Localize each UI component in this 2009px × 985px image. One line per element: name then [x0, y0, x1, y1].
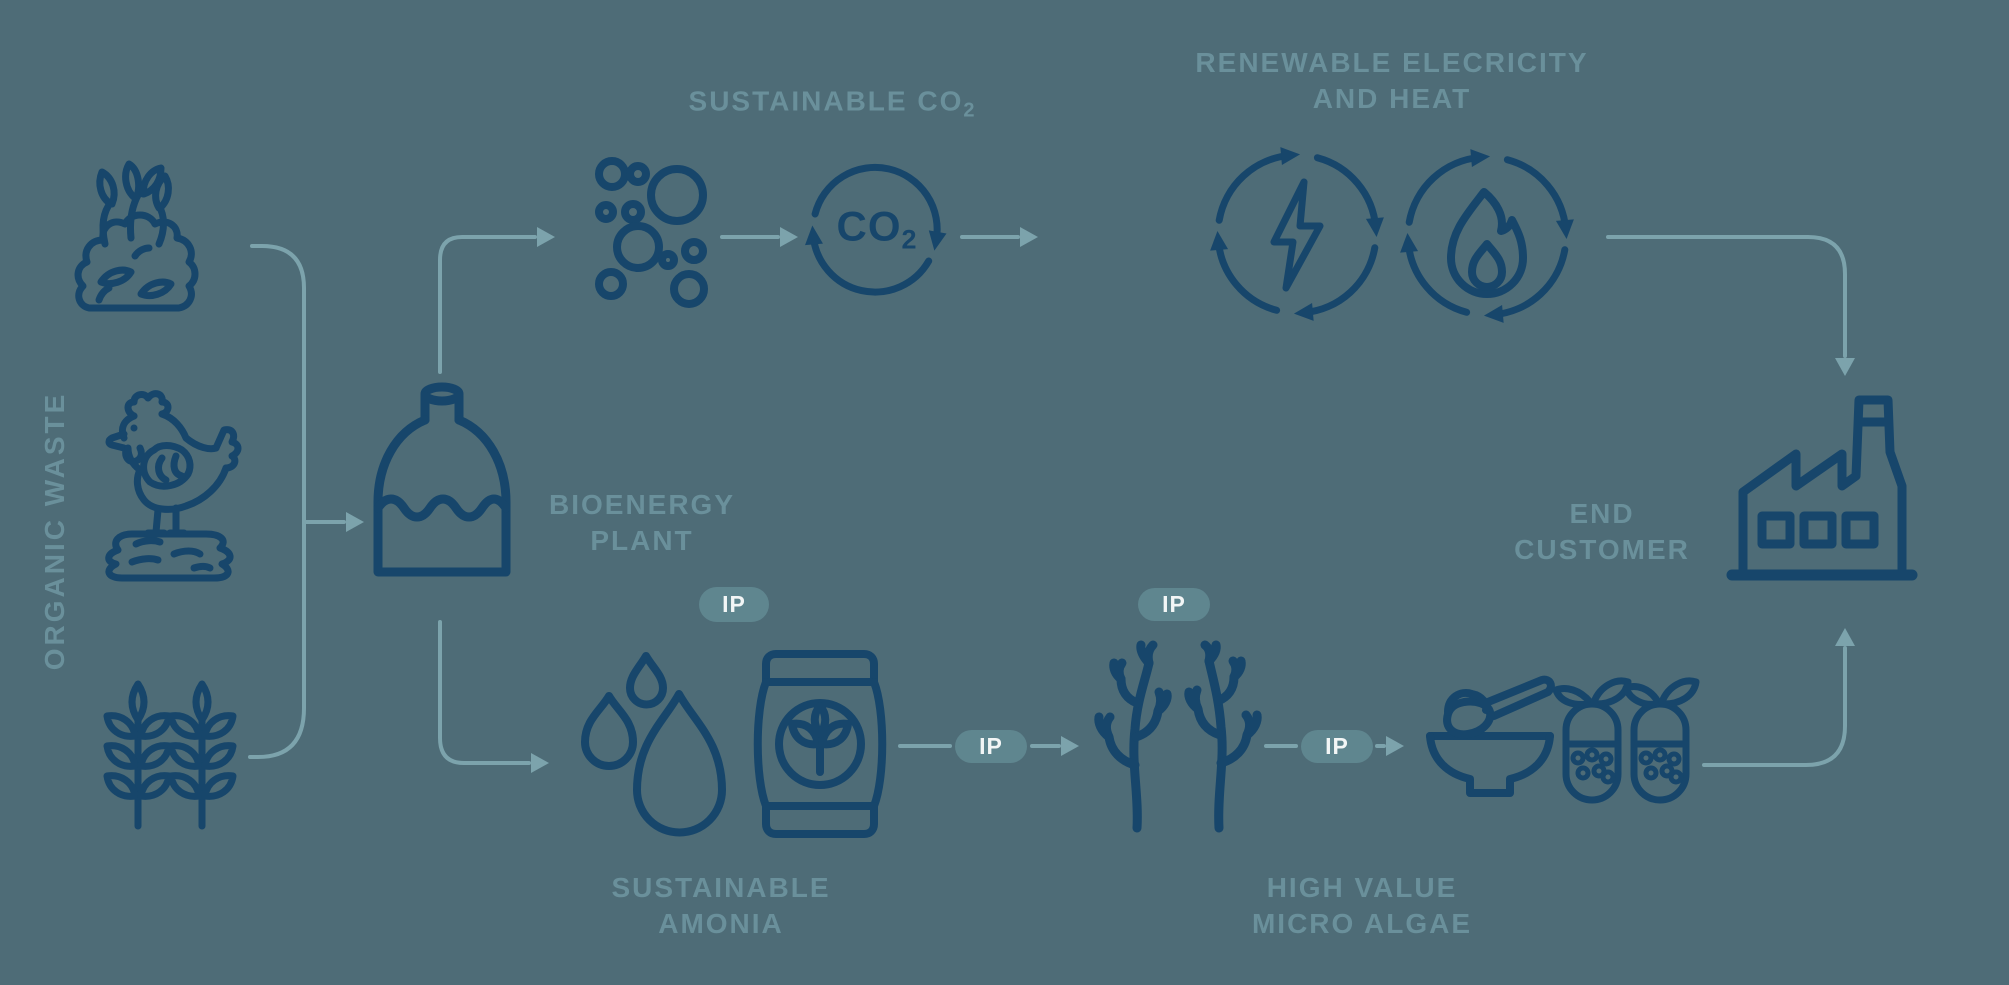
- organic-waste-label: ORGANIC WASTE: [39, 391, 70, 671]
- co2-symbol: CO2: [836, 202, 918, 255]
- waste-bracket-line: [248, 244, 306, 759]
- factory-icon: [1726, 395, 1918, 581]
- arrow-bubbles-to-cycle: [780, 227, 798, 247]
- micro-algae-icon: [1094, 640, 1262, 833]
- fertilizer-bag-icon: [753, 650, 887, 838]
- co2-cycle-icon: [805, 163, 947, 296]
- arrow-energy-to-customer: [1835, 358, 1855, 376]
- sustainable-co2-label: SUSTAINABLE CO2: [688, 85, 976, 122]
- heat-cycle-icon: [1400, 149, 1574, 323]
- ip-badge-algae: IP: [1138, 588, 1210, 621]
- arrow-to-plant: [346, 512, 364, 532]
- bowl-spoon-icon: [1426, 675, 1555, 797]
- micro-algae-label: HIGH VALUE MICRO ALGAE: [1251, 872, 1473, 939]
- spoon-icon: [1484, 675, 1555, 720]
- water-drops-icon: [581, 652, 726, 837]
- sustainable-amonia-label: SUSTAINABLE AMONIA: [611, 872, 831, 939]
- ip-badge-amonia-arrow: IP: [955, 730, 1027, 763]
- chicken-icon: [105, 390, 242, 582]
- electricity-cycle-icon: [1210, 147, 1384, 321]
- co2-bubbles-icon: [595, 157, 708, 308]
- arrow-algae-to-products: [1386, 736, 1404, 756]
- arrow-plant-to-co2: [537, 227, 555, 247]
- lightning-bolt-icon: [1270, 178, 1324, 292]
- wheat-icon: [103, 680, 237, 830]
- ip-badge-algae-arrow: IP: [1301, 730, 1373, 763]
- arrow-co2-to-energy: [1020, 227, 1038, 247]
- arrow-amonia-to-algae: [1061, 736, 1079, 756]
- ip-badge-amonia: IP: [699, 587, 769, 622]
- arrow-products-to-customer: [1835, 628, 1855, 646]
- flame-icon: [1447, 188, 1527, 298]
- bioenergy-plant-label: BIOENERGY PLANT: [548, 489, 736, 556]
- compost-icon: [74, 160, 199, 312]
- renewable-label: RENEWABLE ELECRICITY AND HEAT: [1195, 47, 1589, 114]
- end-customer-label: END CUSTOMER: [1514, 498, 1690, 565]
- arrow-plant-to-amonia: [531, 753, 549, 773]
- capsules-icon: [1552, 677, 1700, 804]
- bioenergy-plant-icon: [373, 382, 511, 577]
